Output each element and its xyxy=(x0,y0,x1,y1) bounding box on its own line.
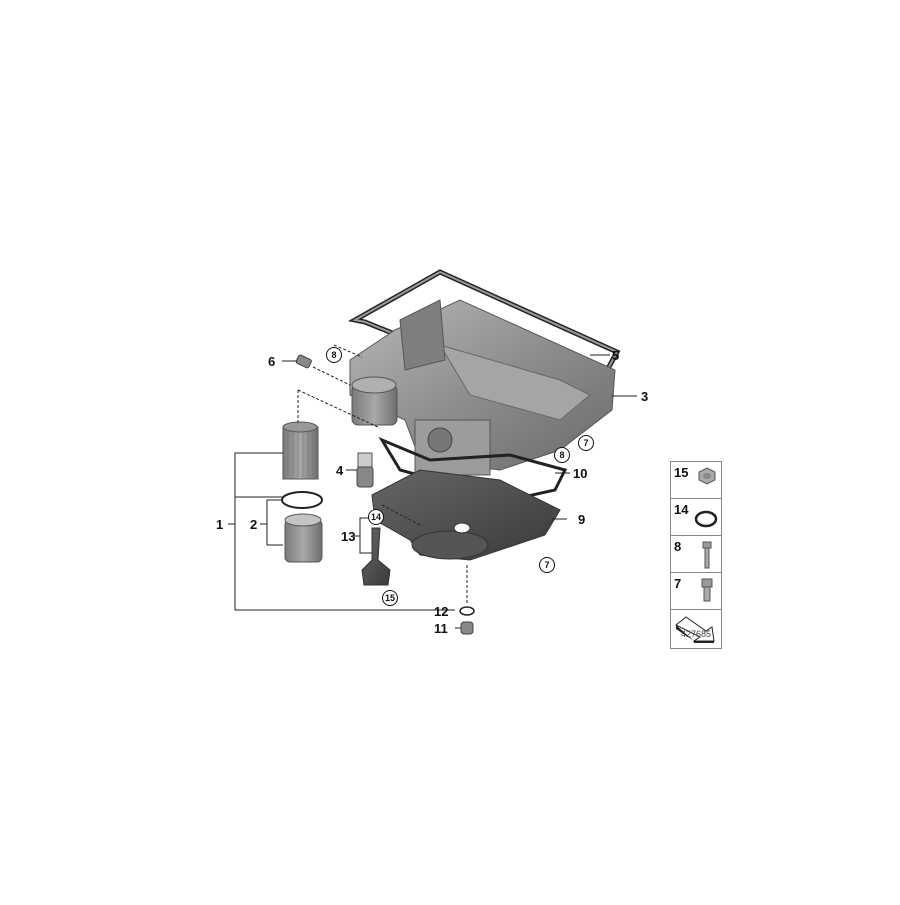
callout-5: 5 xyxy=(612,348,620,363)
legend-label: 14 xyxy=(674,502,689,517)
circled-ref-7: 7 xyxy=(578,435,594,451)
short-bolt-icon xyxy=(701,578,713,602)
oil-level-sensor xyxy=(361,527,391,586)
figure-id: 427685 xyxy=(680,629,712,639)
legend-label: 7 xyxy=(674,576,682,591)
callout-9: 9 xyxy=(578,512,586,527)
drain-plug xyxy=(460,621,474,635)
legend-item-7: 7 xyxy=(671,573,721,610)
legend-label: 15 xyxy=(674,465,689,480)
legend-item-15: 15 xyxy=(671,462,721,499)
flange-nut-icon xyxy=(698,467,716,485)
o-ring-icon xyxy=(694,510,718,528)
circled-ref-8: 8 xyxy=(554,447,570,463)
callout-13: 13 xyxy=(341,529,356,544)
callout-2: 2 xyxy=(250,517,258,532)
long-bolt-icon xyxy=(702,541,712,569)
legend-item-arrow xyxy=(671,610,721,648)
callout-6: 6 xyxy=(268,354,276,369)
circled-ref-8: 8 xyxy=(326,347,342,363)
lower-oil-pan xyxy=(371,469,561,561)
upper-oil-pan xyxy=(349,299,616,476)
callout-11: 11 xyxy=(434,621,448,636)
oil-filter-element xyxy=(282,421,319,480)
leader-lines xyxy=(228,354,637,629)
callout-3: 3 xyxy=(641,389,649,404)
circled-ref-14: 14 xyxy=(368,509,384,525)
circled-ref-15: 15 xyxy=(382,590,398,606)
parts-legend: 15 14 8 7 xyxy=(670,461,722,649)
filter-o-ring xyxy=(281,491,323,509)
callout-12: 12 xyxy=(434,604,449,619)
oil-filter-housing xyxy=(351,376,398,426)
drain-plug-seal xyxy=(459,606,475,616)
legend-item-8: 8 xyxy=(671,536,721,573)
circled-ref-7: 7 xyxy=(539,557,555,573)
pressure-valve xyxy=(356,452,374,488)
oil-pressure-sensor xyxy=(295,354,312,369)
legend-item-14: 14 xyxy=(671,499,721,536)
direction-arrow-icon xyxy=(675,616,715,643)
callout-10: 10 xyxy=(573,466,588,481)
dashed-guides xyxy=(297,344,468,605)
oil-filter-cap xyxy=(284,513,323,563)
legend-label: 8 xyxy=(674,539,682,554)
callout-4: 4 xyxy=(336,463,344,478)
callout-1: 1 xyxy=(216,517,224,532)
